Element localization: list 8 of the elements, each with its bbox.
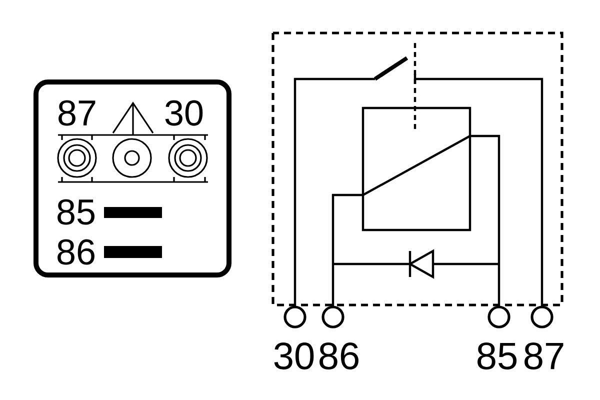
pin-number: 86 — [320, 342, 358, 370]
pin-number: 87 — [58, 100, 96, 126]
pin-number: 30 — [165, 100, 203, 126]
pin-number: 87 — [524, 342, 564, 370]
pin-number: 86 — [58, 239, 94, 265]
pin-number: 85 — [478, 342, 517, 370]
pin-number: 30 — [274, 342, 314, 370]
pin-number: 85 — [58, 199, 94, 225]
